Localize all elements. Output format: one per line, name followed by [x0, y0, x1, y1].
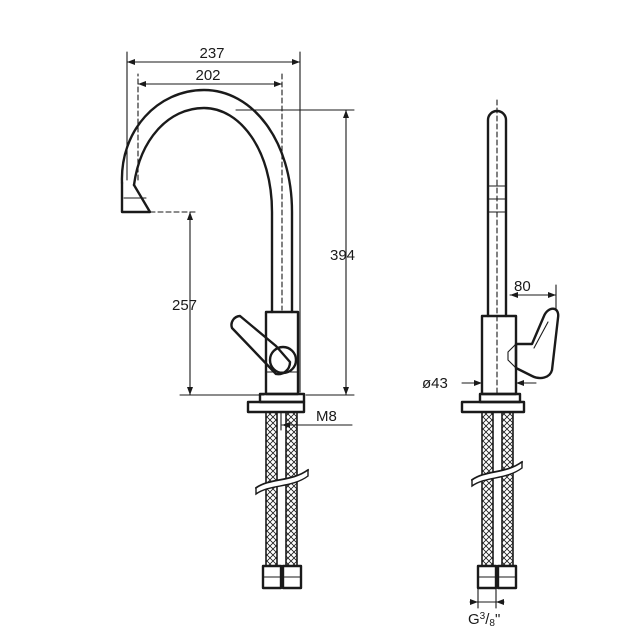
dim-spout-height-label: 257 [172, 297, 197, 314]
dim-connection-num: 3 [480, 611, 486, 622]
dim-height-label: 394 [330, 247, 355, 264]
front-view: 237 202 394 257 M8 [120, 45, 355, 590]
dim-connection-label: G3/8" [468, 611, 500, 629]
dim-257 [149, 211, 265, 396]
dim-thread-label: M8 [316, 408, 337, 425]
dim-connection-sep: / [485, 611, 490, 628]
dim-237 [126, 51, 301, 393]
dim-202 [137, 73, 283, 311]
side-lever [507, 307, 560, 380]
dim-connection-suffix: " [495, 611, 500, 628]
side-view: 80 ø43 G3/8" [422, 99, 560, 629]
dim-connection-den: 8 [489, 618, 495, 629]
side-body [480, 314, 518, 396]
front-mounting [246, 392, 309, 590]
dim-80 [509, 284, 557, 311]
side-spout [486, 99, 508, 396]
dim-connection-prefix: G [468, 611, 480, 628]
dim-43 [461, 380, 537, 386]
dim-lever-depth-label: 80 [514, 278, 531, 295]
dim-394 [235, 109, 355, 396]
front-spout [120, 88, 294, 314]
side-mounting [460, 392, 526, 590]
dim-g38 [469, 587, 505, 609]
dim-body-diameter-label: ø43 [422, 375, 448, 392]
dim-spout-reach-label: 202 [195, 67, 220, 84]
dim-overall-width-label: 237 [199, 45, 224, 62]
front-lever [230, 314, 298, 376]
dim-m8 [281, 422, 353, 428]
